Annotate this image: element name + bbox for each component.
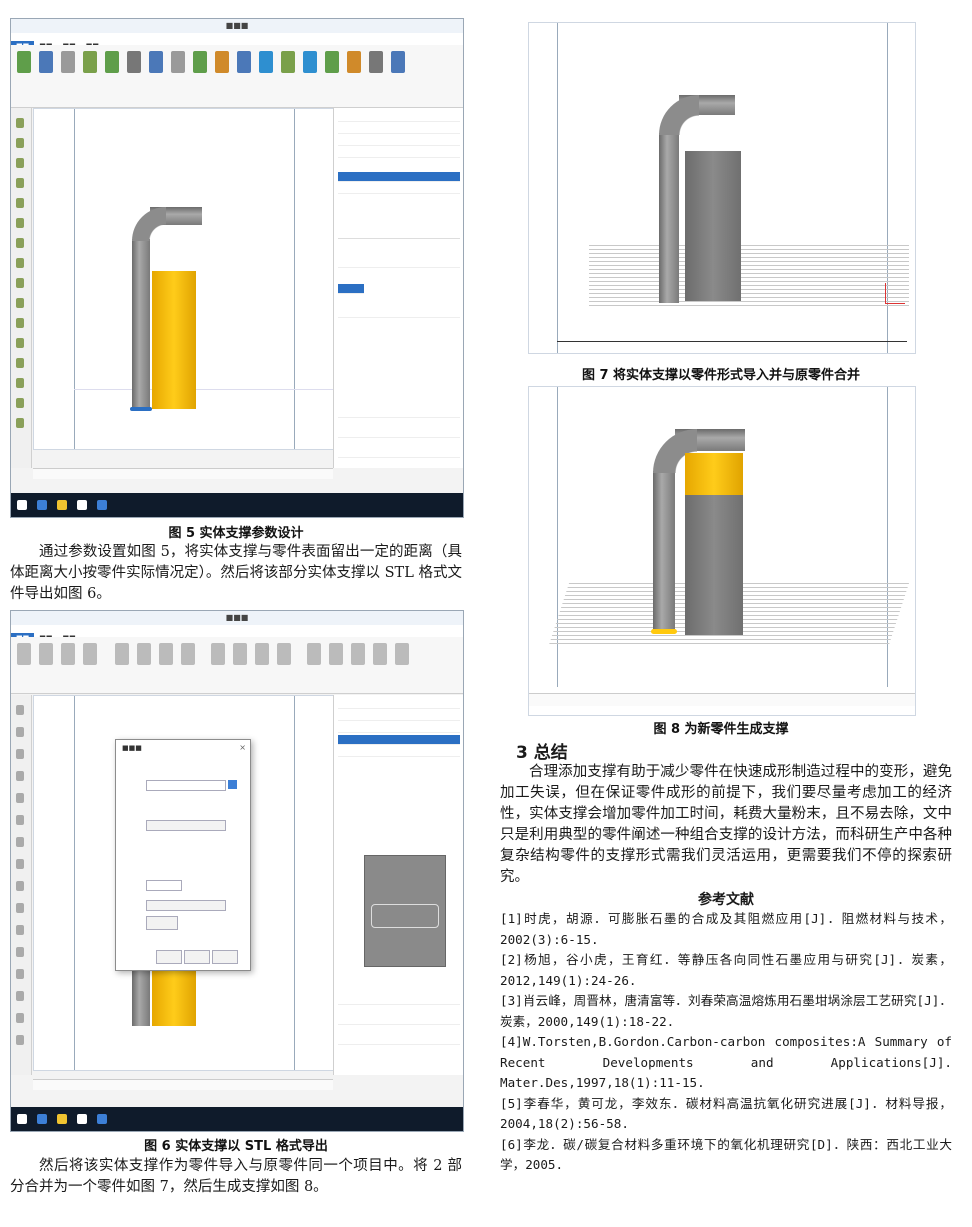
references-title: 参考文献: [698, 892, 754, 908]
figure-7-caption: 图 7 将实体支撑以零件形式导入并与原零件合并: [581, 368, 861, 383]
left-paragraph-1: 通过参数设置如图 5，将实体支撑与零件表面留出一定的距离（具体距离大小按零件实际…: [10, 544, 462, 602]
ribbon-toolbar: [11, 45, 463, 108]
taskbar: [11, 493, 463, 517]
reference-list: [1]时虎，胡源．可膨胀石墨的合成及其阻燃应用[J]．阻燃材料与技术，2002(…: [500, 909, 952, 1176]
ribbon-toolbar: [11, 637, 463, 694]
generated-support: [685, 453, 743, 495]
export-stl-dialog: ■■■ ×: [115, 739, 251, 971]
reference-item: [3]肖云峰，周晋林，唐清富等．刘春荣高温熔炼用石墨坩埚涂层工艺研究[J]．炭素…: [500, 993, 952, 1029]
pipe-elbow: [132, 207, 166, 241]
figure-5-screenshot: ■■■ ■■■■■■■■: [10, 18, 464, 518]
property-panel: [333, 108, 463, 468]
left-paragraph-2: 然后将该实体支撑作为零件导入与原零件同一个项目中。将 2 部分合并为一个零件如图…: [10, 1158, 462, 1195]
browse-icon[interactable]: [228, 780, 237, 789]
taskbar: [11, 1107, 463, 1131]
pipe-vertical: [132, 239, 150, 409]
title-bar: ■■■: [11, 19, 463, 34]
reference-item: [4]W.Torsten,B.Gordon.Carbon-carbon comp…: [500, 1034, 952, 1090]
figure-6-caption: 图 6 实体支撑以 STL 格式导出: [144, 1139, 328, 1154]
cancel-button[interactable]: [212, 950, 238, 964]
solid-support: [152, 271, 196, 409]
property-panel: [333, 695, 463, 1075]
viewport-3d[interactable]: [33, 108, 335, 450]
ruler: [33, 468, 333, 479]
figure-5-caption: 图 5 实体支撑参数设计: [168, 526, 304, 541]
summary-paragraph: 合理添加支撑有助于减少零件在快速成形制造过程中的变形，避免加工失误，但在保证零件…: [500, 764, 952, 885]
reference-item: [2]杨旭，谷小虎，王育红．等静压各向同性石墨应用与研究[J]．炭素，2012,…: [500, 952, 952, 988]
close-icon[interactable]: ×: [239, 743, 246, 752]
figure-8-caption: 图 8 为新零件生成支撑: [653, 722, 789, 737]
file-path-field[interactable]: [146, 780, 226, 791]
title-bar: ■■■: [11, 611, 463, 626]
ruler: [33, 1079, 333, 1090]
figure-8-render: [528, 386, 916, 716]
build-plate: [589, 245, 909, 307]
ok-button[interactable]: [156, 950, 182, 964]
format-select[interactable]: [146, 880, 182, 891]
left-toolbar: [11, 695, 32, 1075]
merged-part: [685, 495, 743, 635]
reference-item: [1]时虎，胡源．可膨胀石墨的合成及其阻燃应用[J]．阻燃材料与技术，2002(…: [500, 911, 952, 947]
figure-7-render: [528, 22, 916, 354]
figure-6-screenshot: ■■■ ■■■■■■ ■■■ ×: [10, 610, 464, 1132]
reference-item: [5]李春华，黄可龙，李效东．碳材料高温抗氧化研究进展[J]．材料导报，2004…: [500, 1095, 952, 1132]
merged-part: [685, 151, 741, 301]
section-heading: 3 总结: [516, 743, 568, 763]
section-preview: [364, 855, 446, 967]
reference-item: [6]李龙．碳/碳复合材料多重环境下的氧化机理研究[D]．陕西：西北工业大学，2…: [500, 1136, 952, 1173]
left-toolbar: [11, 108, 32, 468]
